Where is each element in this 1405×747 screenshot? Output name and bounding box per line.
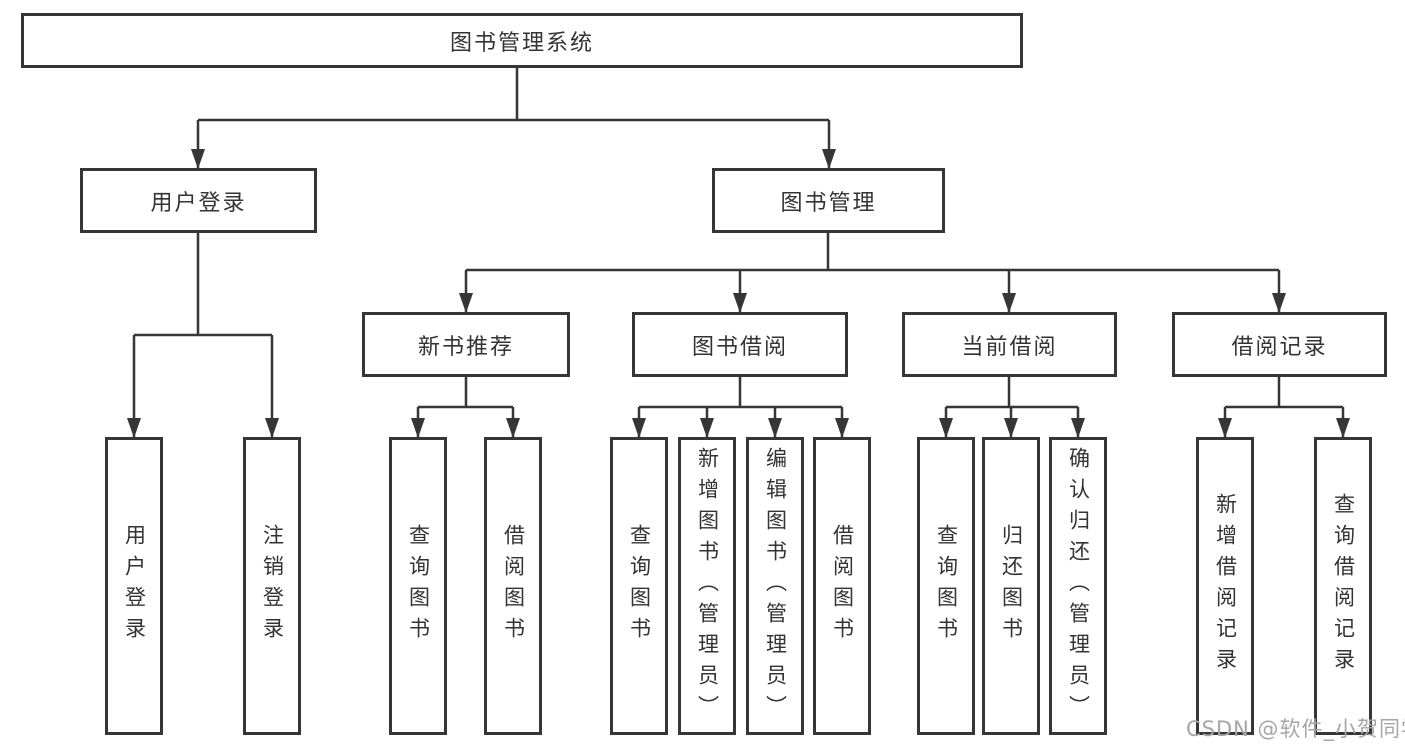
leaf-label: 查询图书: [627, 524, 652, 648]
leaf-borrow-books-recommend: 借阅图书: [484, 437, 542, 735]
leaf-label: 查询图书: [406, 524, 431, 648]
leaf-logout: 注销登录: [243, 437, 301, 735]
leaf-label: 借阅图书: [501, 524, 526, 648]
leaf-label: 查询图书: [934, 524, 959, 648]
leaf-label: 编辑图书（管理员）: [763, 446, 788, 726]
node-book-borrowing: 图书借阅: [632, 312, 848, 377]
node-user-login: 用户登录: [80, 168, 317, 233]
node-current-borrowing: 当前借阅: [902, 312, 1117, 377]
connector-user-login-to-leaves: [127, 233, 279, 438]
leaf-label: 注销登录: [260, 524, 285, 648]
connector-root-to-branches: [191, 68, 836, 169]
leaf-borrow-books-borrowing: 借阅图书: [813, 437, 871, 735]
connector-book-borrowing-to-leaves: [632, 377, 849, 438]
leaf-query-books-borrowing: 查询图书: [610, 437, 668, 735]
node-book-management: 图书管理: [712, 168, 945, 233]
node-new-book-recommendation: 新书推荐: [362, 312, 570, 377]
leaf-label: 归还图书: [999, 524, 1024, 648]
leaf-add-borrow-record: 新增借阅记录: [1196, 437, 1254, 735]
leaf-label: 借阅图书: [830, 524, 855, 648]
leaf-label: 用户登录: [122, 524, 147, 648]
leaf-label: 查询借阅记录: [1331, 493, 1356, 679]
leaf-confirm-return-admin: 确认归还（管理员）: [1049, 437, 1107, 735]
leaf-query-books-recommend: 查询图书: [389, 437, 447, 735]
connector-borrowing-records-to-leaves: [1218, 377, 1350, 438]
leaf-query-borrow-record: 查询借阅记录: [1314, 437, 1372, 735]
leaf-add-book-admin: 新增图书（管理员）: [678, 437, 736, 735]
leaf-query-books-current: 查询图书: [917, 437, 975, 735]
leaf-label: 新增借阅记录: [1213, 493, 1238, 679]
node-borrowing-records: 借阅记录: [1172, 312, 1387, 377]
csdn-watermark: CSDN @软件_小贺同学: [1186, 717, 1405, 741]
leaf-edit-book-admin: 编辑图书（管理员）: [746, 437, 804, 735]
leaf-label: 新增图书（管理员）: [695, 446, 720, 726]
connector-book-management-to-subs: [459, 233, 1286, 313]
node-library-management-system: 图书管理系统: [21, 13, 1023, 68]
leaf-user-login: 用户登录: [105, 437, 163, 735]
leaf-label: 确认归还（管理员）: [1066, 446, 1091, 726]
connector-new-book-rec-to-leaves: [411, 377, 520, 438]
leaf-return-book: 归还图书: [982, 437, 1040, 735]
connector-current-borrowing-to-leaves: [939, 377, 1085, 438]
